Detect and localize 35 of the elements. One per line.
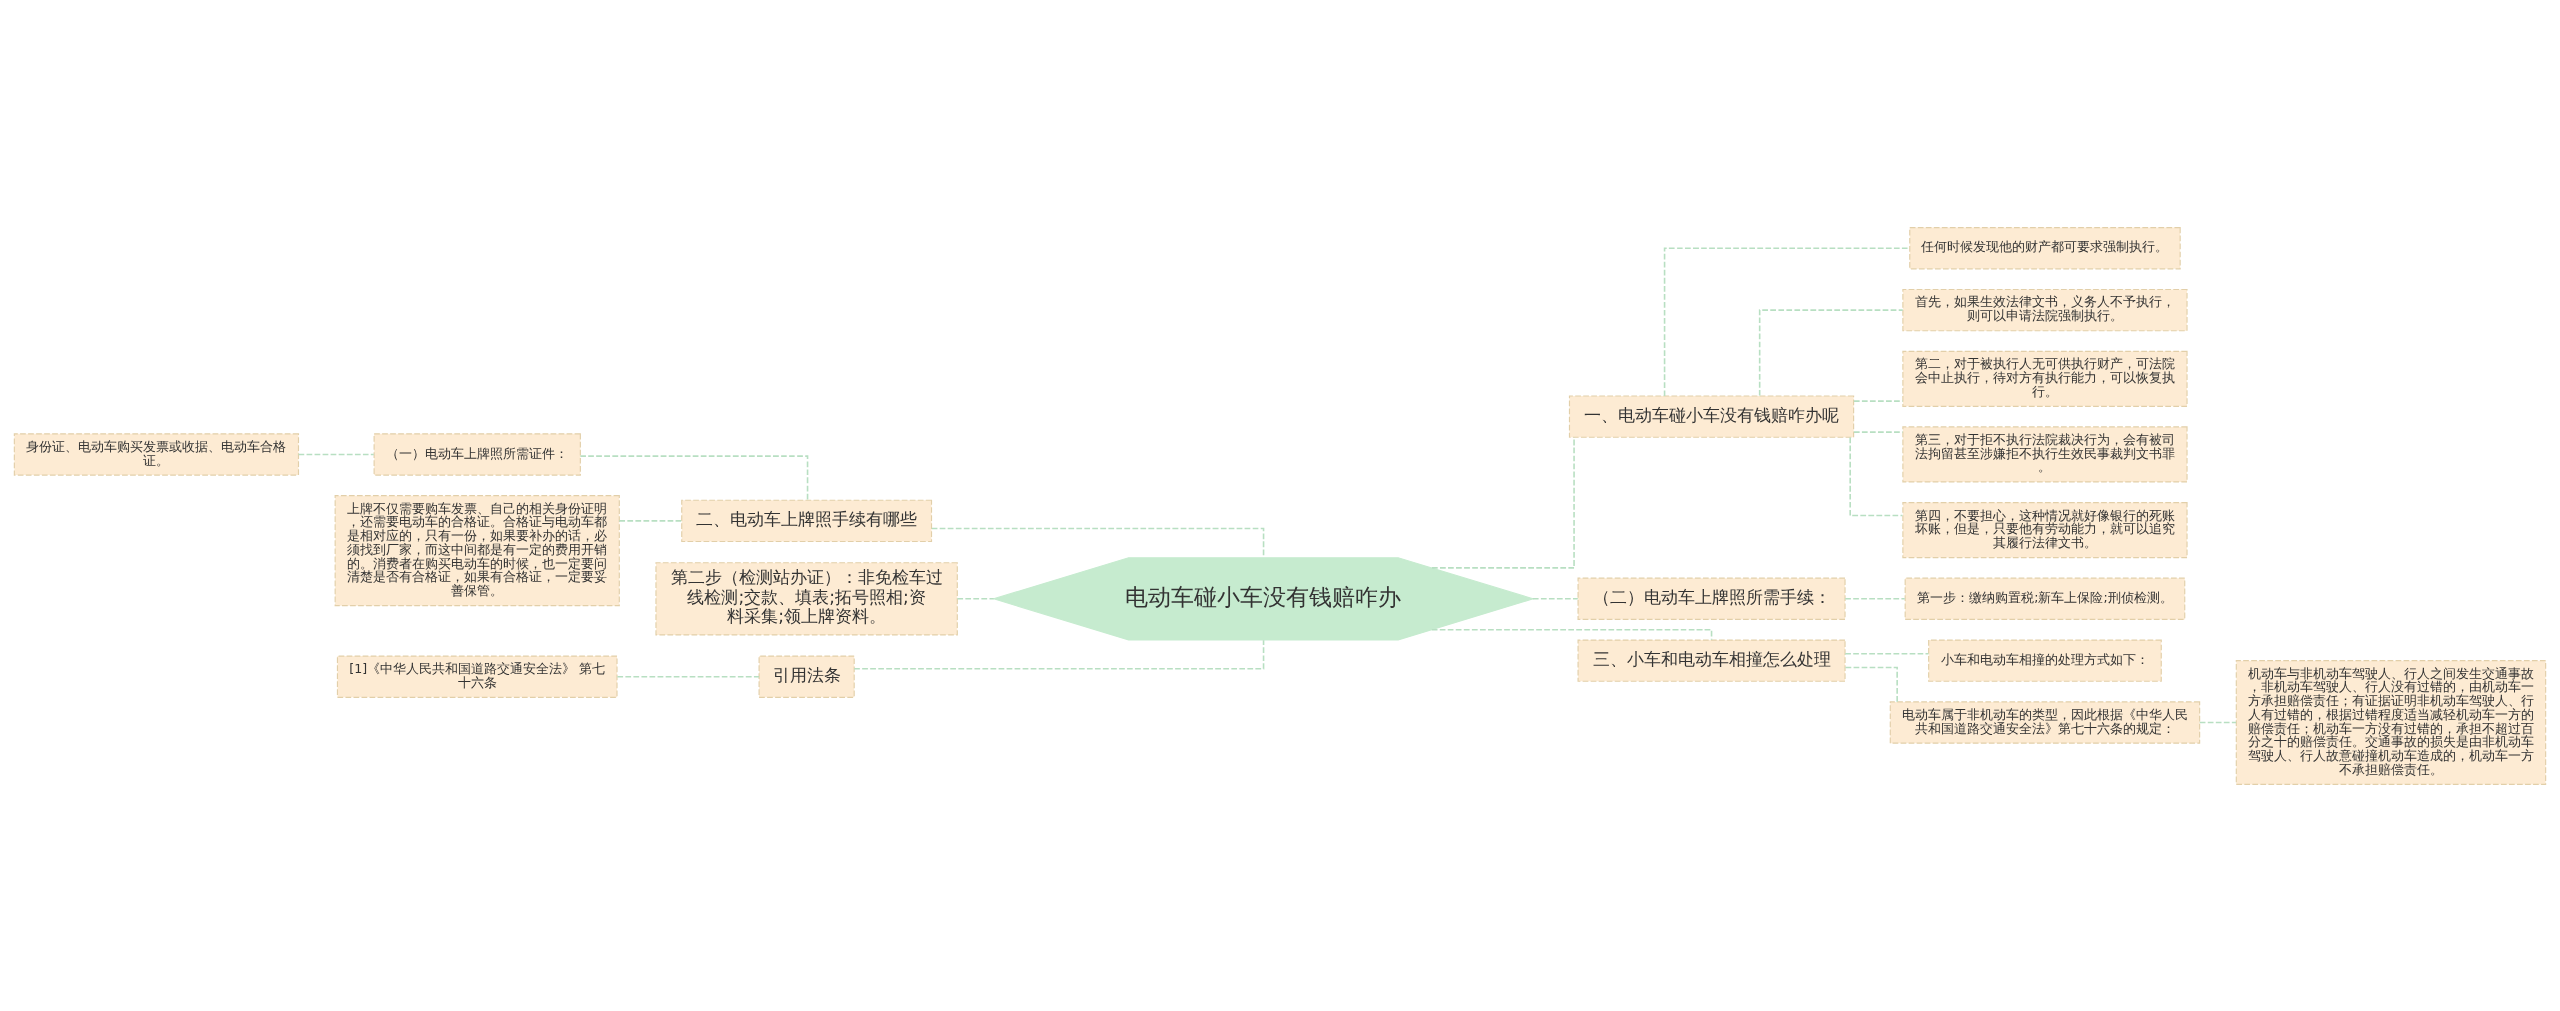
- node-box: 第四，不要担心，这种情况就好像银行的死账坏账，但是，只要他有劳动能力，就可以追究其履行法律文书。: [1902, 501, 2188, 558]
- node-box: 第二，对于被执行人无可供执行财产，可法院会中止执行，待对方有执行能力，可以恢复执行。: [1902, 350, 2188, 407]
- node-box: 三、小车和电动车相撞怎么处理: [1577, 638, 1846, 682]
- node-box: 电动车属于非机动车的类型，因此根据《中华人民共和国道路交通安全法》第七十六条的规定：: [1889, 700, 2201, 744]
- node-box: 任何时候发现他的财产都可要求强制执行。: [1909, 226, 2181, 269]
- node-box: 第一步：缴纳购置税;新车上保险;刑侦检测。: [1904, 577, 2186, 620]
- node-box: 机动车与非机动车驾驶人、行人之间发生交通事故，非机动车驾驶人、行人没有过错的，由机动车一方承担赔偿责任；有证据证明非机动车驾驶人、行人有过错的，根据过错程度适当减轻机动车一方的赔偿责任；机动车一方没有过错的，承担不超过百分之十的赔偿责任。交通事故的损失是由非机动车驾驶人、行人故意碰撞机动车造成的，机动车一方不承担赔偿责任。: [2235, 659, 2547, 785]
- node-box: 上牌不仅需要购车发票、自己的相关身份证明，还需要电动车的合格证。合格证与电动车都是相对应的，只有一份，如果要补办的话，必须找到厂家，而这中间都是有一定的费用开销的。消费者在购买电动车的时候，也一定要问清楚是否有合格证，如果有合格证，一定要妥善保管。: [334, 494, 620, 606]
- node-box: 首先，如果生效法律文书，义务人不予执行，则可以申请法院强制执行。: [1902, 288, 2188, 331]
- connector: [579, 454, 809, 501]
- connector: [2198, 721, 2237, 723]
- node-box: 第二步（检测站办证）：非免检车过线检测;交款、填表;拓号照相;资料采集;领上牌资料。: [655, 561, 958, 635]
- node-box: （二）电动车上牌照所需手续：: [1577, 577, 1846, 620]
- node-box: 第三，对于拒不执行法院裁决行为，会有被司法拘留甚至涉嫌拒不执行生效民事裁判文书罪。: [1902, 425, 2188, 482]
- connector: [1758, 308, 1904, 396]
- node-box: 引用法条: [758, 655, 855, 698]
- connector: [1663, 246, 1911, 397]
- connector: [1431, 628, 1713, 641]
- connector: [1853, 430, 1904, 433]
- connector: [1849, 436, 1904, 516]
- connector: [297, 453, 375, 455]
- connector: [956, 597, 995, 600]
- connector: [1844, 597, 1906, 600]
- connector: [1532, 597, 1579, 600]
- node-box: 一、电动车碰小车没有钱赔咋办呢: [1568, 394, 1855, 438]
- node-box: 小车和电动车相撞的处理方式如下：: [1928, 638, 2162, 682]
- node-box: （一）电动车上牌照所需证件：: [373, 432, 581, 476]
- connector: [1844, 652, 1930, 655]
- connector: [618, 519, 683, 522]
- connector: [1853, 399, 1904, 402]
- connector: [616, 675, 760, 677]
- node-box: [1]《中华人民共和国道路交通安全法》 第七十六条: [336, 655, 618, 698]
- node-box: 身份证、电动车购买发票或收据、电动车合格证。: [13, 432, 300, 476]
- node-box: 二、电动车上牌照手续有哪些: [681, 499, 933, 542]
- connector: [1844, 666, 1898, 703]
